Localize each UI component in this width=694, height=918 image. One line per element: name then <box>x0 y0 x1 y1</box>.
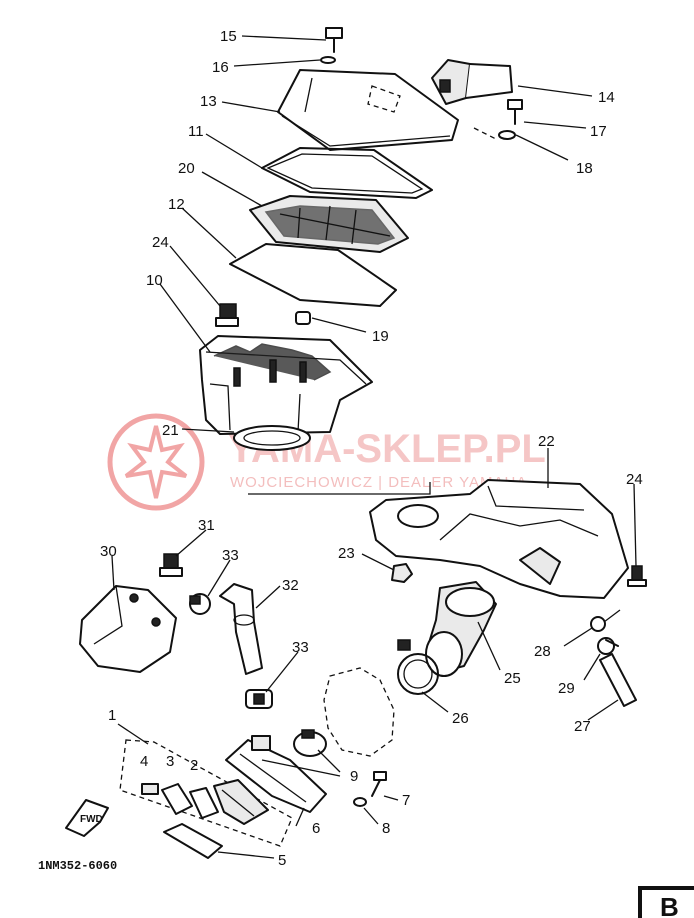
sheet-label: B <box>660 892 679 918</box>
callout-15: 15 <box>220 28 237 45</box>
part-3-stopper <box>161 783 193 815</box>
callout-5: 5 <box>278 852 286 869</box>
callout-12: 12 <box>168 196 185 213</box>
callout-3: 3 <box>166 753 174 770</box>
callout-23: 23 <box>338 545 355 562</box>
callout-22: 22 <box>538 433 555 450</box>
diagram-code: 1NM352-6060 <box>38 859 117 873</box>
callout-26: 26 <box>452 710 469 727</box>
callout-29: 29 <box>558 680 575 697</box>
callout-6: 6 <box>312 820 320 837</box>
callout-9: 9 <box>350 768 358 785</box>
callout-numbers: 15 16 13 14 17 18 11 20 12 24 10 19 21 2… <box>100 28 643 869</box>
leader-lines <box>111 35 637 859</box>
part-25-intake-boot <box>425 581 497 677</box>
part-27-drain-hose <box>599 653 637 707</box>
sheet-box: B <box>638 886 694 918</box>
callout-21: 21 <box>162 422 179 439</box>
part-8-washer <box>353 797 367 807</box>
callout-25: 25 <box>504 670 521 687</box>
part-33b-fitting <box>245 689 273 709</box>
callout-11: 11 <box>188 123 204 140</box>
callout-20: 20 <box>178 160 195 177</box>
part-14-connector <box>431 59 513 105</box>
part-11-gasket <box>261 147 433 199</box>
part-5-gasket <box>163 823 223 859</box>
callout-10: 10 <box>146 272 163 289</box>
callout-24: 24 <box>152 234 169 251</box>
part-11-gasket-inner <box>266 153 424 194</box>
callout-4: 4 <box>140 753 148 770</box>
part-10-air-filter-case <box>199 335 373 435</box>
part-12-plate <box>229 243 397 307</box>
part-reed-body <box>213 779 269 825</box>
callout-1: 1 <box>108 707 116 724</box>
yamaha-logo-watermark <box>107 413 205 511</box>
part-24b-bolt <box>627 565 647 587</box>
part-21-seal-ring <box>233 425 311 451</box>
part-17-screw <box>507 99 523 125</box>
callout-14: 14 <box>598 89 615 106</box>
part-15-screw <box>325 27 343 53</box>
callout-16: 16 <box>212 59 229 76</box>
part-6-reed-block <box>225 735 327 813</box>
part-32-hose <box>219 583 263 675</box>
part-33-clamp-small <box>189 593 211 615</box>
part-7-bolt <box>371 771 387 797</box>
part-reed-gasket <box>323 667 395 757</box>
callout-19: 19 <box>372 328 389 345</box>
watermark-subtitle: WOJCIECHOWICZ | DEALER YAMAHA <box>230 474 527 491</box>
part-20-filter-element <box>249 195 409 253</box>
callout-33b: 33 <box>292 639 309 656</box>
part-24-bolt <box>215 303 239 327</box>
part-26-hose-clamp <box>397 639 439 695</box>
part-9-clamp <box>293 729 327 757</box>
part-19-grommet <box>295 311 311 325</box>
callout-32: 32 <box>282 577 299 594</box>
callout-18: 18 <box>576 160 593 177</box>
callout-27: 27 <box>574 718 591 735</box>
fwd-label: FWD <box>80 814 103 825</box>
callout-17: 17 <box>590 123 607 140</box>
part-18-washer <box>498 130 516 140</box>
part-22-intake-duct <box>369 479 629 599</box>
part-4-screw <box>141 783 159 795</box>
callout-33: 33 <box>222 547 239 564</box>
callout-2: 2 <box>190 757 198 774</box>
part-23-nut <box>391 563 413 583</box>
callout-8: 8 <box>382 820 390 837</box>
callout-31: 31 <box>198 517 215 534</box>
part-30-bracket <box>79 585 177 673</box>
callout-7: 7 <box>402 792 410 809</box>
part-31-bolt <box>159 553 183 577</box>
callout-13: 13 <box>200 93 217 110</box>
part-28-damper <box>590 616 606 632</box>
part-13-air-filter-cover <box>277 69 459 151</box>
callout-28: 28 <box>534 643 551 660</box>
callout-30: 30 <box>100 543 117 560</box>
part-16-washer <box>320 56 336 64</box>
part-2-reed <box>189 787 219 819</box>
callout-24b: 24 <box>626 471 643 488</box>
fwd-arrow-icon: FWD <box>65 799 109 837</box>
part-29-clip <box>597 637 619 655</box>
part-22-bracket-line <box>248 482 431 495</box>
part-1-assembly-outline <box>119 739 293 847</box>
